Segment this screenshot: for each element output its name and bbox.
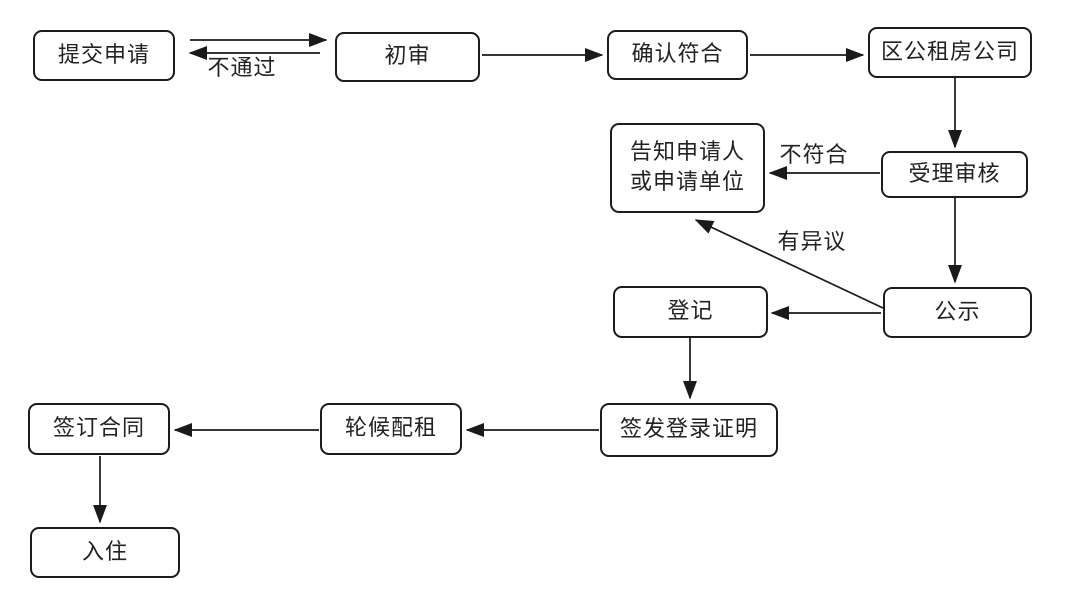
node-notify-applicant: 告知申请人 或申请单位	[610, 123, 765, 213]
node-notify-applicant-label-line1: 告知申请人	[629, 140, 745, 166]
node-waitlist-allocation: 轮候配租	[320, 403, 462, 455]
node-notify-applicant-label-line2: 或申请单位	[629, 170, 745, 195]
edge-label-objection: 有异议	[777, 230, 847, 255]
node-sign-contract-label: 签订合同	[52, 416, 145, 442]
node-confirm-eligibility-label: 确认符合	[631, 42, 724, 68]
node-initial-review: 初审	[335, 32, 480, 82]
node-confirm-eligibility: 确认符合	[607, 30, 748, 80]
arrow-announcement-to-notify-objection	[694, 219, 884, 309]
node-district-company: 区公租房公司	[868, 27, 1032, 78]
node-move-in-label: 入住	[81, 539, 128, 565]
node-submit-application: 提交申请	[33, 30, 175, 81]
edge-label-not-qualified: 不符合	[779, 143, 849, 168]
node-registration: 登记	[613, 286, 768, 338]
node-submit-application-label: 提交申请	[57, 42, 150, 68]
node-initial-review-label: 初审	[384, 44, 431, 70]
node-public-announcement: 公示	[883, 287, 1032, 338]
node-issue-certificate-label: 签发登录证明	[619, 417, 758, 443]
node-public-announcement-label: 公示	[934, 299, 981, 325]
edge-label-not-passed: 不通过	[207, 56, 277, 81]
node-waitlist-allocation-label: 轮候配租	[344, 416, 437, 442]
node-registration-label: 登记	[667, 299, 714, 325]
node-move-in: 入住	[30, 527, 180, 578]
node-issue-certificate: 签发登录证明	[600, 403, 778, 457]
node-district-company-label: 区公租房公司	[880, 39, 1019, 65]
node-accept-review: 受理审核	[881, 151, 1028, 198]
node-accept-review-label: 受理审核	[908, 161, 1001, 187]
node-sign-contract: 签订合同	[28, 403, 170, 455]
